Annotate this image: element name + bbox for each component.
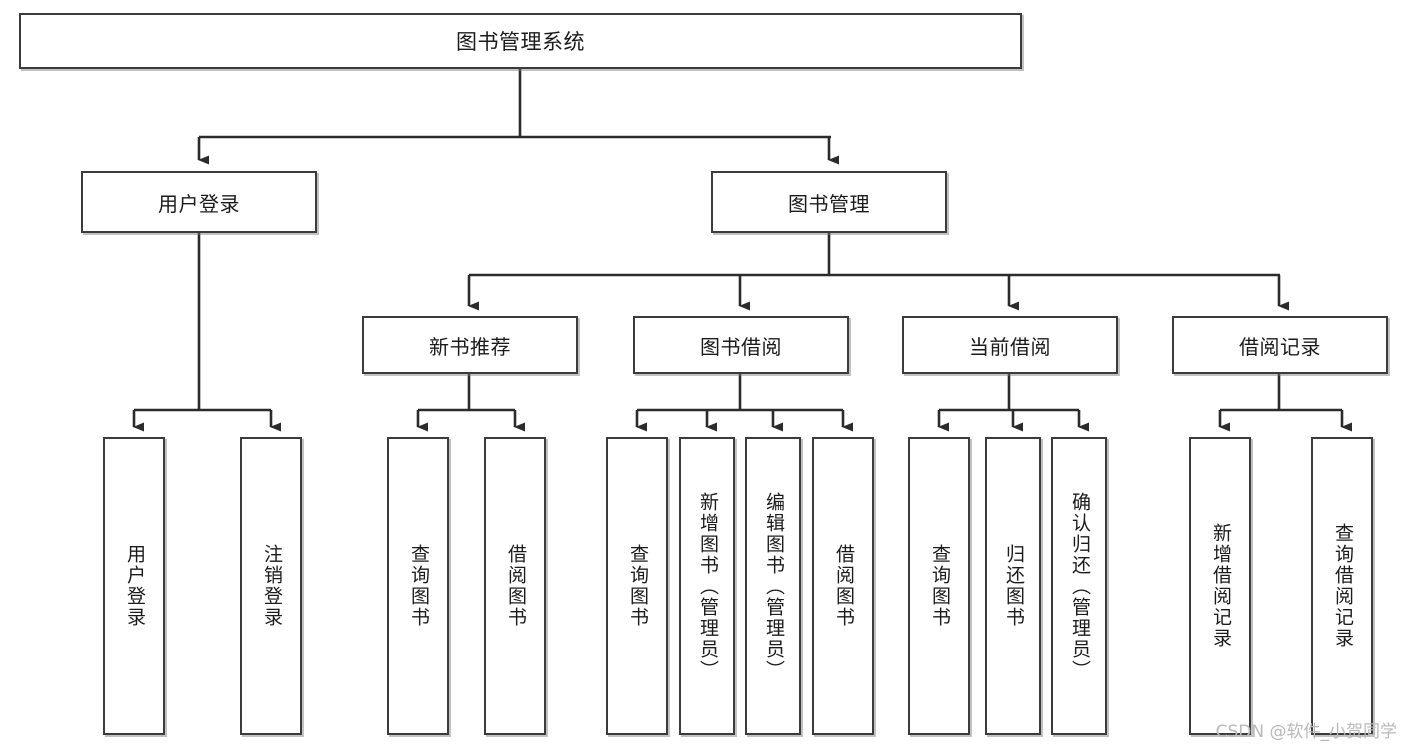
node-label: 查询图书	[407, 544, 430, 628]
node-new-book-recommend[interactable]: 新书推荐	[362, 316, 578, 374]
node-label: 新书推荐	[429, 334, 511, 359]
node-label: 查询图书	[928, 544, 951, 628]
node-label: 用户登录	[158, 191, 240, 216]
node-label: 借阅图书	[504, 544, 527, 628]
node-book-management[interactable]: 图书管理	[711, 171, 947, 233]
node-label: 图书管理系统	[456, 30, 585, 54]
node-label: 借阅图书	[832, 544, 855, 628]
node-user-login[interactable]: 用户登录	[81, 171, 317, 233]
leaf-return-book[interactable]: 归还图书	[985, 437, 1041, 735]
node-label: 查询借阅记录	[1331, 523, 1354, 649]
node-label: 确认归还（管理员）	[1068, 491, 1091, 681]
node-label: 图书借阅	[700, 334, 782, 359]
node-root-system[interactable]: 图书管理系统	[19, 13, 1022, 69]
leaf-query-borrow-record[interactable]: 查询借阅记录	[1311, 437, 1373, 735]
leaf-borrow-book[interactable]: 借阅图书	[812, 437, 874, 735]
leaf-confirm-return-admin[interactable]: 确认归还（管理员）	[1051, 437, 1107, 735]
leaf-query-book-current[interactable]: 查询图书	[908, 437, 970, 735]
leaf-borrow-book-newbook[interactable]: 借阅图书	[484, 437, 546, 735]
node-label: 新增借阅记录	[1209, 523, 1232, 649]
node-label: 当前借阅	[969, 334, 1051, 359]
node-label: 查询图书	[626, 544, 649, 628]
node-current-borrow[interactable]: 当前借阅	[902, 316, 1118, 374]
leaf-logout[interactable]: 注销登录	[240, 437, 302, 735]
node-label: 新增图书（管理员）	[696, 491, 719, 681]
leaf-add-borrow-record[interactable]: 新增借阅记录	[1189, 437, 1251, 735]
leaf-user-login[interactable]: 用户登录	[103, 437, 165, 735]
node-label: 归还图书	[1002, 544, 1025, 628]
leaf-add-book-admin[interactable]: 新增图书（管理员）	[679, 437, 735, 735]
leaf-query-book-newbook[interactable]: 查询图书	[387, 437, 449, 735]
node-label: 用户登录	[123, 544, 146, 628]
leaf-query-book-borrow[interactable]: 查询图书	[606, 437, 668, 735]
node-borrow-record[interactable]: 借阅记录	[1172, 316, 1388, 374]
node-label: 注销登录	[260, 544, 283, 628]
csdn-watermark: CSDN @软件_小贺同学	[1215, 722, 1397, 742]
node-label: 借阅记录	[1239, 334, 1321, 359]
node-book-borrow[interactable]: 图书借阅	[633, 316, 849, 374]
leaf-edit-book-admin[interactable]: 编辑图书（管理员）	[745, 437, 801, 735]
node-label: 编辑图书（管理员）	[762, 491, 785, 681]
node-label: 图书管理	[788, 191, 870, 216]
